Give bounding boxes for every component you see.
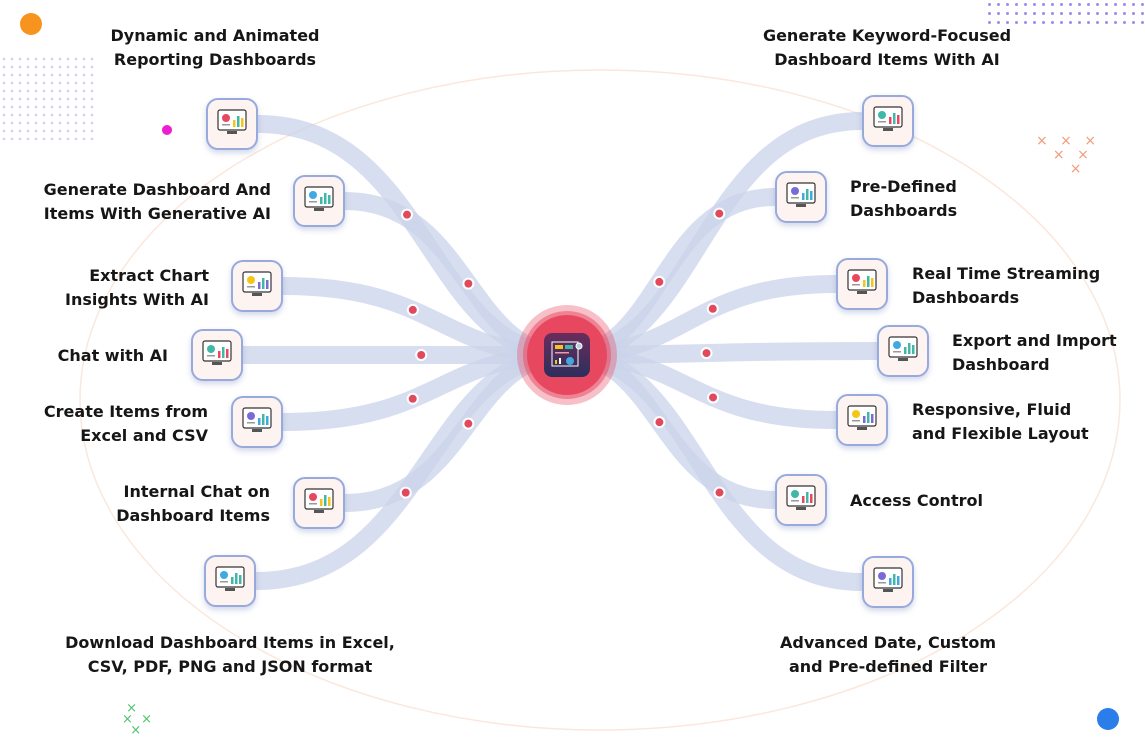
feature-node-right-3[interactable] [836,258,888,310]
feature-label-line: Chat with AI [57,346,168,365]
feature-label: Access Control [850,489,983,513]
feature-node-right-5[interactable] [836,394,888,446]
connector-left-7 [247,346,576,590]
feature-label-line: Excel and CSV [80,426,208,445]
feature-node-left-7[interactable] [204,555,256,607]
connector-dot [462,277,475,290]
feature-label: Internal Chat on Dashboard Items [116,480,270,528]
dashboard-icon [544,333,590,377]
feature-label-line: and Pre-defined Filter [788,657,988,676]
predefined-dashboard-icon [784,180,818,214]
connector-left-1 [249,115,576,364]
feature-label-line: CSV, PDF, PNG and JSON format [87,657,373,676]
feature-node-left-4[interactable] [191,329,243,381]
connector-right-1 [558,112,871,364]
connector-dot [713,486,726,499]
spreadsheet-icon [240,405,274,439]
orange-circle-decoration [20,13,42,35]
streaming-icon [845,267,879,301]
feature-label-line: Reporting Dashboards [113,50,317,69]
filter-funnel-icon [871,565,905,599]
feature-label: Download Dashboard Items in Excel, CSV, P… [65,631,395,679]
feature-label-line: Extract Chart [89,266,209,285]
monitor-chart-icon [215,107,249,141]
feature-label-line: Create Items from [43,402,208,421]
lock-fingerprint-icon [784,483,818,517]
ai-chat-icon [200,338,234,372]
keyword-search-icon [871,104,905,138]
feature-node-left-5[interactable] [231,396,283,448]
dot-grid-decoration [0,55,95,140]
connector-dot [399,486,412,499]
download-file-icon [213,564,247,598]
feature-node-right-4[interactable] [877,325,929,377]
feature-label-line: Dashboard Items [116,506,270,525]
connector-dot [707,391,720,404]
central-hub [517,305,617,405]
connector-dot [653,275,666,288]
feature-label-line: Insights With AI [64,290,209,309]
feature-label: Advanced Date, Custom and Pre-defined Fil… [780,631,996,679]
connector-right-7 [558,346,871,591]
feature-label-line: Access Control [850,491,983,510]
feature-node-left-3[interactable] [231,260,283,312]
feature-label-line: Dashboard [952,355,1050,374]
feature-node-left-6[interactable] [293,477,345,529]
feature-label-line: and Flexible Layout [912,424,1089,443]
feature-label-line: Advanced Date, Custom [779,633,997,652]
chart-insight-icon [240,269,274,303]
connector-dot [406,392,419,405]
connector-dot [653,416,666,429]
feature-label-line: Dashboards [850,201,958,220]
feature-label: Responsive, Fluid and Flexible Layout [912,398,1089,446]
feature-label-line: Pre-Defined [850,177,957,196]
magenta-dot-decoration [162,125,172,135]
feature-label-line: Export and Import [952,331,1117,350]
connector-dot [700,347,713,360]
feature-node-right-1[interactable] [862,95,914,147]
internal-chat-icon [302,486,336,520]
feature-node-left-1[interactable] [206,98,258,150]
export-import-icon [886,334,920,368]
feature-node-left-2[interactable] [293,175,345,227]
orange-cross-decoration: × × × × × × [1036,133,1101,177]
feature-label: Chat with AI [58,344,168,368]
green-cross-decoration: ×× × × [122,701,153,738]
feature-node-right-2[interactable] [775,171,827,223]
feature-node-right-6[interactable] [775,474,827,526]
feature-label-line: Real Time Streaming [912,264,1101,283]
connector-dot [706,302,719,315]
blue-circle-decoration [1097,708,1119,730]
feature-label-line: Download Dashboard Items in Excel, [65,633,395,652]
background-arc [79,69,1121,731]
feature-label-line: Generate Keyword-Focused [762,26,1012,45]
feature-label-line: Items With Generative AI [43,204,271,223]
responsive-layout-icon [845,403,879,437]
feature-label-line: Internal Chat on [123,482,270,501]
feature-label-line: Responsive, Fluid [912,400,1072,419]
feature-node-right-7[interactable] [862,556,914,608]
feature-label-line: Dashboards [912,288,1020,307]
connector-dot [462,417,475,430]
feature-label-line: Dynamic and Animated [110,26,320,45]
feature-label-line: Dashboard Items With AI [774,50,1000,69]
connector-dot [401,208,414,221]
connector-dot [415,349,428,361]
connector-dot [713,207,726,220]
connector-dot [406,303,419,316]
ai-dashboard-icon [302,184,336,218]
dot-grid-decoration [985,0,1145,30]
feature-label-line: Generate Dashboard And [43,180,271,199]
